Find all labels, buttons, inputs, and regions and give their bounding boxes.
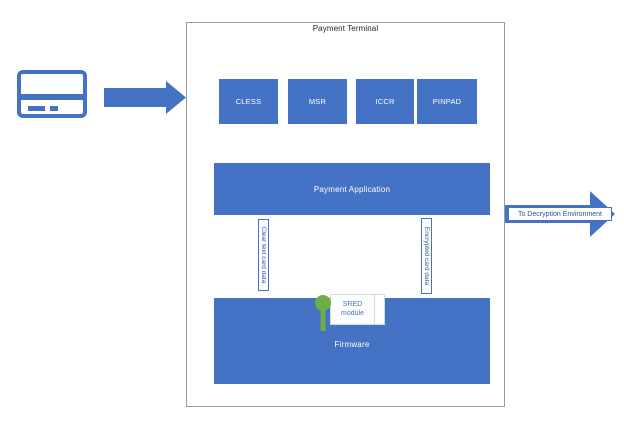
device-box-cless[interactable]: CLESS	[219, 79, 278, 124]
key-icon	[315, 295, 331, 331]
arrow-card-to-terminal	[104, 81, 186, 114]
payment-application-box[interactable]: Payment Application	[214, 163, 490, 215]
device-box-msr-label: MSR	[308, 97, 327, 106]
payment-application-label: Payment Application	[313, 184, 391, 194]
sred-module-line1: SRED	[342, 301, 363, 309]
payment-terminal-title: Payment Terminal	[312, 24, 379, 33]
device-box-iccr-label: ICCR	[375, 97, 395, 106]
credit-card-stripe	[21, 94, 83, 100]
flow-label-clear-text: Clear text card data	[258, 219, 269, 291]
device-box-cless-label: CLESS	[235, 97, 262, 106]
flow-label-encrypted: Encrypted card data	[421, 218, 432, 294]
device-box-pinpad[interactable]: PINPAD	[417, 79, 477, 124]
credit-card-icon	[17, 70, 87, 118]
sred-module-spacer	[375, 294, 385, 325]
sred-module-line2: module	[341, 309, 364, 317]
device-box-msr[interactable]: MSR	[288, 79, 347, 124]
flow-label-to-decryption: To Decryption Environment	[508, 207, 612, 221]
device-box-pinpad-label: PINPAD	[432, 97, 462, 106]
sred-module-box[interactable]: SRED module	[330, 294, 375, 325]
credit-card-number-dash-1	[28, 106, 45, 111]
device-box-iccr[interactable]: ICCR	[356, 79, 414, 124]
credit-card-number-dash-2	[50, 106, 58, 111]
firmware-label: Firmware	[334, 340, 370, 349]
